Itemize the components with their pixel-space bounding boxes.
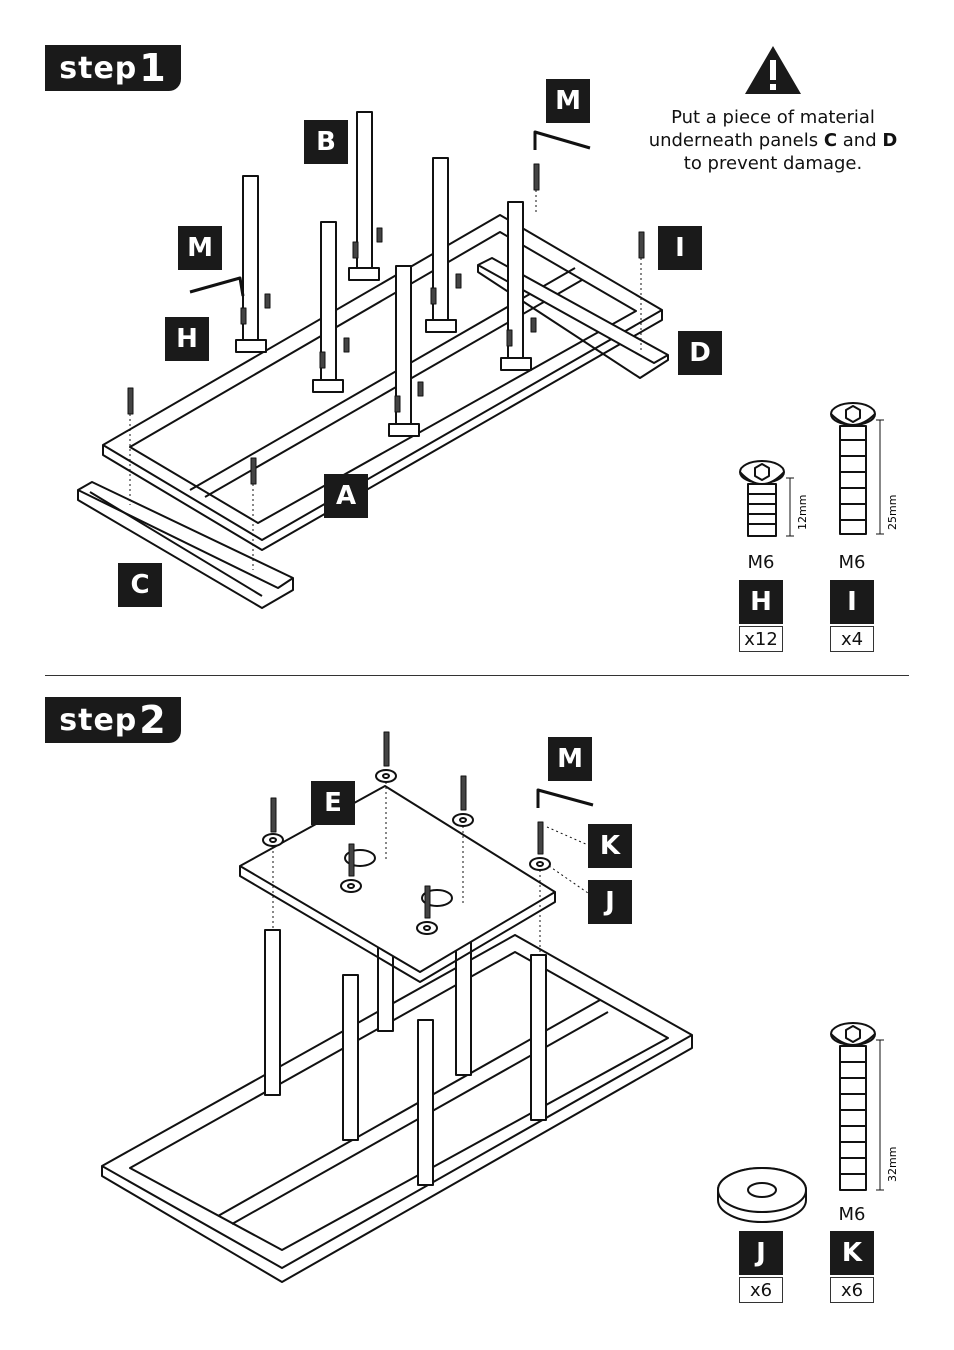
warning-line1: Put a piece of material <box>671 107 875 128</box>
step-divider <box>45 675 909 676</box>
part-j-letter: J <box>739 1231 783 1275</box>
dim-label-32mm: 32mm <box>886 1147 899 1182</box>
part-i-qty: x4 <box>830 626 874 652</box>
label-e: E <box>311 781 355 825</box>
guide-lines-step2 <box>272 782 589 952</box>
bolt-h-icon <box>739 460 785 537</box>
label-j: J <box>588 880 632 924</box>
part-h-size: M6 <box>747 552 775 573</box>
bolt-k-icon <box>830 1022 876 1191</box>
label-d: D <box>678 331 722 375</box>
legs-step2 <box>264 865 547 1186</box>
part-k-letter: K <box>830 1231 874 1275</box>
label-m-top: M <box>546 79 590 123</box>
panel-e <box>239 785 556 983</box>
part-h-qty: x12 <box>739 626 783 652</box>
dimension-lines-step1 <box>786 419 884 537</box>
panel-d <box>477 257 669 379</box>
label-i: I <box>658 226 702 270</box>
warning-icon <box>745 46 801 94</box>
label-a: A <box>324 474 368 518</box>
part-j-qty: x6 <box>739 1277 783 1303</box>
frame-step2 <box>101 934 693 1283</box>
part-i-letter: I <box>830 580 874 624</box>
guide-lines-step1 <box>129 190 642 570</box>
washer-j-icon <box>717 1167 807 1223</box>
label-c: C <box>118 563 162 607</box>
warning-line2: underneath panels C and D <box>648 130 898 151</box>
label-m-left: M <box>178 226 222 270</box>
label-k: K <box>588 824 632 868</box>
label-m-step2: M <box>548 737 592 781</box>
dim-label-25mm: 25mm <box>886 495 899 530</box>
part-k-size: M6 <box>838 1204 866 1225</box>
label-b: B <box>304 120 348 164</box>
part-i-size: M6 <box>838 552 866 573</box>
part-k-qty: x6 <box>830 1277 874 1303</box>
hex-key-icon <box>189 130 594 808</box>
label-h: H <box>165 317 209 361</box>
warning-line3: to prevent damage. <box>683 153 863 174</box>
panel-c <box>77 481 294 609</box>
legs-step1 <box>235 111 532 437</box>
bolt-i-icon <box>830 402 876 535</box>
part-h-letter: H <box>739 580 783 624</box>
warning-note: Put a piece of material underneath panel… <box>630 44 916 175</box>
dimension-lines-step2 <box>876 1039 884 1191</box>
bolts-step1 <box>127 163 645 485</box>
bolts-step2 <box>270 731 544 919</box>
dim-label-12mm: 12mm <box>796 495 809 530</box>
